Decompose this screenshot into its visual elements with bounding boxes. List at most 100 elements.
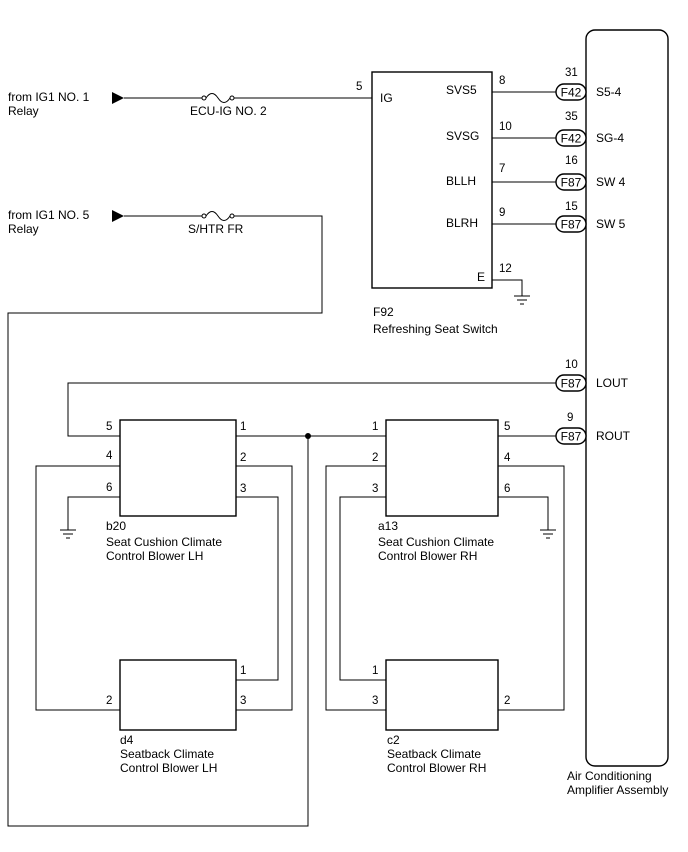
ground-icon [514, 295, 530, 305]
switch-ground-pin: 12 [499, 263, 512, 275]
back-lh-connector: d4 [120, 733, 134, 747]
amp-connector-f87: F87 [561, 218, 582, 232]
amp-terminal-sw5: 15 F87 SW 5 [555, 201, 626, 233]
cushion-lh-name-line2: Control Blower LH [106, 549, 203, 563]
switch-pin-10: 10 [499, 121, 512, 133]
cushion-rh-pin-5: 5 [504, 421, 510, 433]
cushion-lh-pin-5: 5 [106, 421, 112, 433]
cushion-lh-pin-2: 2 [240, 452, 246, 464]
cushion-rh-pin-4: 4 [504, 452, 511, 464]
amp-terminal-sg-4: 35 F42 SG-4 [555, 111, 624, 147]
amp-connector-f87: F87 [561, 377, 582, 391]
ground-icon [540, 529, 556, 539]
source-ig1-no1-line1: from IG1 NO. 1 [8, 90, 90, 104]
back-lh-name-line1: Seatback Climate [120, 747, 214, 761]
amp-pin-16: 16 [565, 155, 578, 167]
back-rh-name-line2: Control Blower RH [387, 761, 486, 775]
fuse-ecu-ig-no2-label: ECU-IG NO. 2 [190, 104, 267, 118]
connector-badge [555, 129, 587, 147]
back-lh-pin-3: 3 [240, 695, 246, 707]
switch-ground-label: E [477, 270, 485, 284]
seatback-blower-rh [385, 659, 499, 731]
amp-connector-f42: F42 [561, 86, 582, 100]
amp-label-sw4: SW 4 [596, 175, 626, 189]
back-rh-pin-2: 2 [504, 695, 510, 707]
arrow-icon [112, 92, 124, 104]
wire-lh-loop-right [236, 465, 293, 711]
source-ig1-no5-line2: Relay [8, 222, 39, 236]
fuse-icon [205, 93, 231, 103]
amp-label-s5-4: S5-4 [596, 85, 622, 99]
back-rh-name-line1: Seatback Climate [387, 747, 481, 761]
amp-connector-f87: F87 [561, 430, 582, 444]
switch-pin-9: 9 [499, 207, 505, 219]
source-ig1-no1: from IG1 NO. 1 Relay [8, 90, 124, 118]
source-ig1-no5: from IG1 NO. 5 Relay [8, 208, 124, 236]
wire-rh-loop-right [498, 465, 565, 711]
connector-badge [555, 215, 587, 233]
amp-connector-f87: F87 [561, 176, 582, 190]
switch-ig-label: IG [380, 91, 393, 105]
wire-rh-loop-inner [339, 496, 386, 681]
back-lh-pin-1: 1 [240, 665, 246, 677]
back-lh-pin-2: 2 [106, 695, 112, 707]
switch-pin-8: 8 [499, 75, 505, 87]
source-ig1-no5-line1: from IG1 NO. 5 [8, 208, 90, 222]
amp-label-sw5: SW 5 [596, 217, 626, 231]
arrow-icon [112, 210, 124, 222]
cushion-lh-pin-1: 1 [240, 421, 246, 433]
connector-badge [555, 83, 587, 101]
seat-cushion-blower-rh [385, 419, 499, 517]
switch-ig-pin: 5 [356, 81, 362, 93]
amp-terminal-sw4: 16 F87 SW 4 [555, 155, 626, 191]
switch-term-bllh: BLLH [446, 174, 476, 188]
junction-dot [305, 433, 311, 439]
fuse-shtr-fr: S/HTR FR [188, 211, 244, 236]
cushion-rh-name-line2: Control Blower RH [378, 549, 477, 563]
cushion-rh-name-line1: Seat Cushion Climate [378, 535, 494, 549]
wire-rh-loop-outer [325, 465, 386, 711]
cushion-rh-connector: a13 [378, 519, 398, 533]
switch-connector: F92 [373, 305, 394, 319]
back-rh-pin-1: 1 [372, 665, 378, 677]
cushion-rh-pin-3: 3 [372, 483, 378, 495]
back-rh-connector: c2 [387, 733, 400, 747]
back-lh-name-line2: Control Blower LH [120, 761, 217, 775]
amplifier-name-line2: Amplifier Assembly [567, 783, 668, 797]
back-rh-pin-3: 3 [372, 695, 378, 707]
cushion-lh-connector: b20 [106, 519, 126, 533]
amp-terminal-lout: 10 F87 LOUT [555, 359, 629, 392]
wire-lout [67, 382, 556, 437]
amp-terminal-rout: 9 F87 ROUT [555, 412, 631, 445]
amp-label-lout: LOUT [596, 376, 629, 390]
switch-term-blrh: BLRH [446, 216, 478, 230]
amp-label-sg-4: SG-4 [596, 131, 624, 145]
wire-cushion-lh-ground [67, 496, 120, 530]
switch-term-svs5: SVS5 [446, 83, 477, 97]
cushion-lh-name-line1: Seat Cushion Climate [106, 535, 222, 549]
amp-terminal-s5-4: 31 F42 S5-4 [555, 67, 622, 101]
wire-lh-loop-outer [35, 465, 120, 711]
cushion-rh-pin-6: 6 [504, 483, 510, 495]
amp-label-rout: ROUT [596, 429, 631, 443]
amp-pin-35: 35 [565, 111, 578, 123]
cushion-lh-pin-6: 6 [106, 482, 112, 494]
wire-switch-ground [492, 279, 523, 296]
wire-lh-loop-inner [236, 496, 279, 681]
amplifier-name-line1: Air Conditioning [567, 769, 652, 783]
fuse-icon [205, 211, 231, 221]
source-ig1-no1-line2: Relay [8, 104, 39, 118]
amp-connector-f42: F42 [561, 132, 582, 146]
switch-term-svsg: SVSG [446, 129, 479, 143]
switch-pin-7: 7 [499, 163, 505, 175]
amp-pin-31: 31 [565, 67, 578, 79]
amp-pin-15: 15 [565, 201, 578, 213]
ground-icon [60, 529, 76, 539]
cushion-rh-pin-2: 2 [372, 452, 378, 464]
connector-badge [555, 173, 587, 191]
cushion-lh-pin-3: 3 [240, 483, 246, 495]
cushion-lh-pin-4: 4 [106, 450, 113, 462]
amp-pin-10: 10 [565, 359, 578, 371]
switch-name: Refreshing Seat Switch [373, 322, 498, 336]
